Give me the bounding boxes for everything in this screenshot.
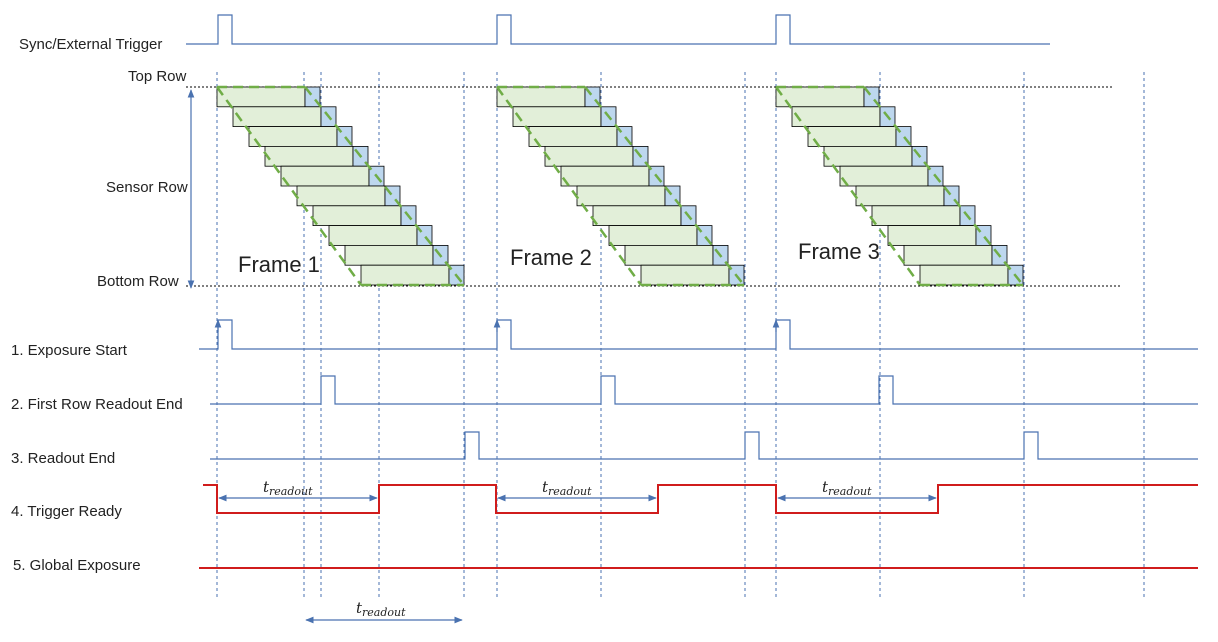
frame-2-row-6-exposure (576, 185, 666, 207)
frame-3-row-3-exposure (807, 126, 897, 147)
frame-1-row-5-exposure (280, 165, 370, 187)
frame-2-end-diagonal (584, 86, 745, 286)
frame-1-row-8-exposure (328, 225, 418, 246)
frame-3-row-4-exposure (823, 145, 913, 167)
frame-2-row-3-exposure (528, 126, 618, 147)
t-readout-label-frame-2: treadout (542, 478, 592, 498)
global-exposure-label: 5. Global Exposure (13, 557, 141, 574)
frame-1-start-diagonal (215, 86, 363, 286)
frame-3-row-9-exposure (903, 244, 993, 266)
diagram-shapes (186, 14, 1198, 624)
readout-end-label: 3. Readout End (11, 450, 115, 467)
frame-2-row-7-exposure (592, 205, 682, 227)
frame-3-row-7-exposure (871, 205, 961, 227)
sensor-row-label: Sensor Row (106, 179, 188, 196)
frame-2-row-9-exposure (624, 244, 714, 266)
frame-1-label: Frame 1 (238, 252, 320, 277)
frame-2-label: Frame 2 (510, 245, 592, 270)
t-readout-label-frame-1: treadout (263, 478, 313, 498)
frame-1-row-10-exposure (360, 264, 450, 286)
frame-1-row-9-exposure (344, 244, 434, 266)
frame-2-row-10-exposure (640, 264, 730, 286)
readout-end-waveform (210, 431, 1198, 460)
bottom-row-label: Bottom Row (97, 273, 179, 290)
t-readout-label-bottom: treadout (356, 599, 406, 619)
first-row-readout-end-label: 2. First Row Readout End (11, 396, 183, 413)
frame-1-end-diagonal (304, 86, 465, 286)
frame-3-row-8-exposure (887, 225, 977, 246)
frame-3-row-6-exposure (855, 185, 945, 207)
frame-1-row-7-exposure (312, 205, 402, 227)
frame-1-row-6-exposure (296, 185, 386, 207)
frame-1-row-4-exposure (264, 145, 354, 167)
exposure-start-waveform (199, 319, 1198, 350)
frame-1-row-2-exposure (232, 106, 322, 128)
trigger-ready-label: 4. Trigger Ready (11, 503, 122, 520)
sync-trigger-label: Sync/External Trigger (19, 36, 162, 53)
exposure-start-label: 1. Exposure Start (11, 342, 128, 359)
frame-3-row-2-exposure (791, 106, 881, 128)
top-row-label: Top Row (128, 68, 187, 85)
frame-1-row-3-exposure (248, 126, 338, 147)
frame-3-row-5-exposure (839, 165, 929, 187)
frame-2-row-5-exposure (560, 165, 650, 187)
frame-2-row-2-exposure (512, 106, 602, 128)
frame-3-start-diagonal (774, 86, 922, 286)
frame-3-end-diagonal (863, 86, 1024, 286)
frame-3-label: Frame 3 (798, 239, 880, 264)
frame-2-row-4-exposure (544, 145, 634, 167)
frame-3-row-10-exposure (919, 264, 1009, 286)
trigger-ready-waveform (203, 484, 1198, 514)
t-readout-label-frame-3: treadout (822, 478, 872, 498)
sync-trigger-waveform (186, 14, 1050, 45)
first-row-readout-end-waveform (210, 375, 1198, 405)
frame-2-row-8-exposure (608, 225, 698, 246)
frame-2-start-diagonal (495, 86, 643, 286)
